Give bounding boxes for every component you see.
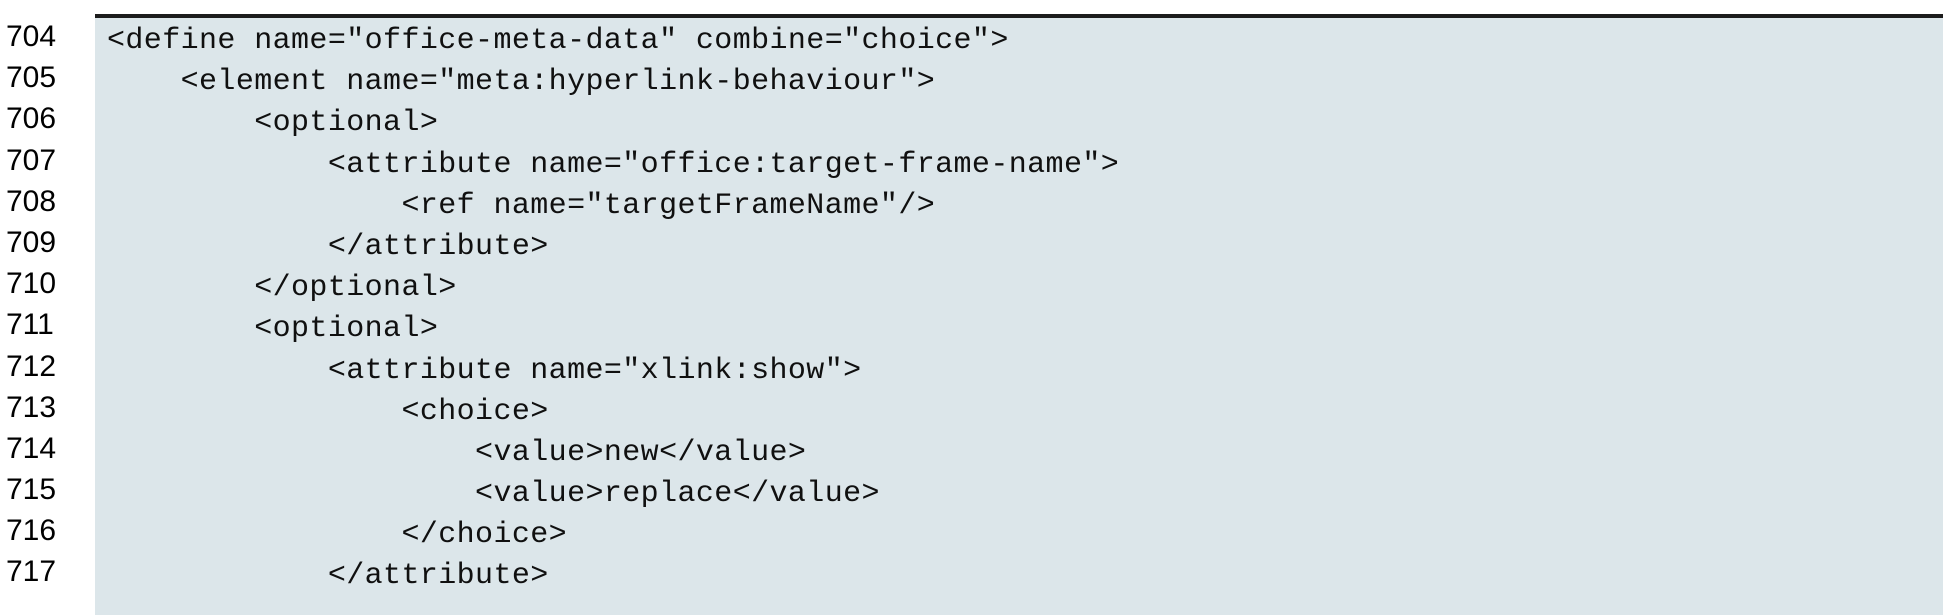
code-line: <optional> (107, 312, 439, 347)
line-number: 716 (6, 514, 57, 548)
code-line: <value>new</value> (107, 435, 807, 470)
line-number: 714 (6, 431, 57, 465)
code-line: <attribute name="xlink:show"> (107, 353, 862, 388)
line-number: 713 (6, 390, 57, 424)
code-line: <choice> (107, 394, 549, 429)
line-number: 707 (6, 143, 57, 177)
code-line: </attribute> (107, 559, 549, 594)
code-content: <define name="office-meta-data" combine=… (95, 18, 1943, 598)
code-line: </optional> (107, 271, 457, 306)
line-number: 715 (6, 473, 57, 507)
line-number: 706 (6, 102, 57, 136)
code-line: <optional> (107, 106, 439, 141)
line-number: 711 (6, 308, 54, 342)
line-number: 709 (6, 225, 57, 259)
code-line: <define name="office-meta-data" combine=… (107, 24, 1009, 58)
line-number: 717 (6, 555, 57, 589)
line-number: 704 (6, 20, 57, 53)
code-line: </choice> (107, 518, 568, 553)
code-line: <value>replace</value> (107, 477, 880, 512)
code-block: <define name="office-meta-data" combine=… (95, 14, 1943, 615)
line-number: 712 (6, 349, 57, 383)
line-number: 710 (6, 267, 57, 301)
code-line: <attribute name="office:target-frame-nam… (107, 147, 1120, 182)
line-number-gutter: 704 705 706 707 708 709 710 711 712 713 … (0, 14, 95, 593)
code-line: <ref name="targetFrameName"/> (107, 188, 936, 223)
line-number: 708 (6, 184, 57, 218)
line-number: 705 (6, 61, 57, 95)
code-line: </attribute> (107, 229, 549, 264)
code-line: <element name="meta:hyperlink-behaviour"… (107, 65, 936, 100)
